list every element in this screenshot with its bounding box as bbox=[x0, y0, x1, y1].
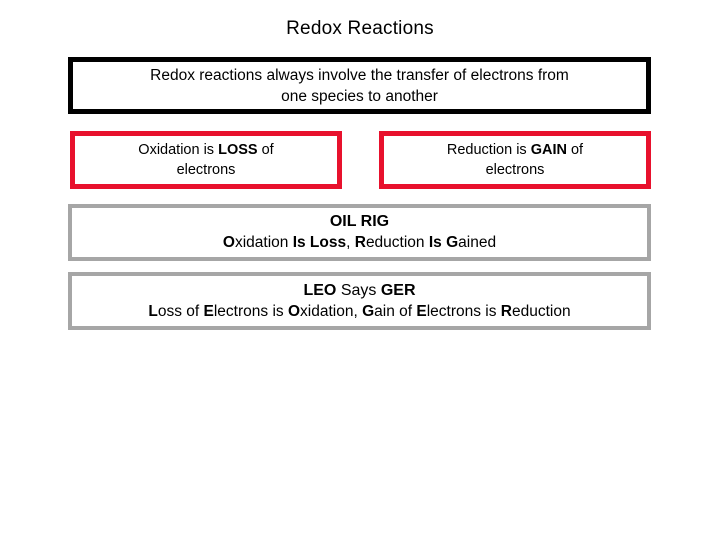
reduction-emphasis-text: GAIN bbox=[530, 142, 567, 158]
oil-rig-mnemonic-box: OIL RIG Oxidation Is Loss, Reduction Is … bbox=[68, 204, 651, 261]
leo-ger-expansion: Loss of Electrons is Oxidation, Gain of … bbox=[148, 302, 571, 320]
redox-statement-line-1: Redox reactions always involve the trans… bbox=[150, 66, 569, 84]
reduction-definition-box: Reduction is GAIN of electrons bbox=[379, 131, 651, 189]
oil-rig-acronym-text: OIL RIG bbox=[329, 213, 390, 230]
oxidation-definition-box: Oxidation is LOSS of electrons bbox=[70, 131, 342, 189]
oil-rig-expansion: Oxidation Is Loss, Reduction Is Gained bbox=[222, 234, 497, 251]
reduction-definition-line-2: electrons bbox=[485, 162, 545, 178]
oxidation-emphasis-text: LOSS bbox=[218, 142, 258, 158]
redox-statement-box: Redox reactions always involve the trans… bbox=[68, 57, 651, 114]
oxidation-prefix-text: Oxidation is bbox=[138, 142, 219, 158]
redox-statement-line-2: one species to another bbox=[281, 87, 438, 105]
reduction-definition-line-1: Reduction is GAIN of bbox=[384, 140, 646, 160]
reduction-suffix-text: of bbox=[566, 142, 584, 158]
reduction-prefix-text: Reduction is bbox=[446, 142, 531, 158]
oxidation-definition-line-2: electrons bbox=[176, 162, 236, 178]
leo-ger-acronym: LEO Says GER bbox=[303, 281, 416, 299]
oxidation-definition-line-1: Oxidation is LOSS of bbox=[75, 140, 337, 160]
page-title: Redox Reactions bbox=[286, 18, 434, 39]
oil-rig-acronym: OIL RIG bbox=[72, 211, 647, 232]
oxidation-suffix-text: of bbox=[257, 142, 274, 158]
leo-ger-mnemonic-box: LEO Says GER Loss of Electrons is Oxidat… bbox=[68, 272, 651, 330]
